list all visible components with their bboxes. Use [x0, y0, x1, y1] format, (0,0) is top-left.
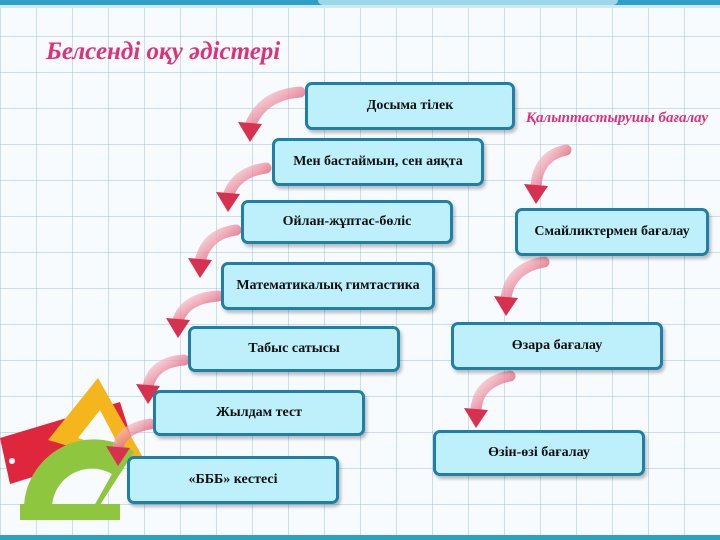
flow-arrow-2: [216, 162, 272, 212]
assessment-box-1: Смайликтермен бағалау: [515, 208, 709, 256]
flow-arrow-5: [136, 354, 190, 404]
method-box-7: «БББ» кестесі: [127, 456, 339, 504]
method-box-1: Досыма тілек: [305, 82, 515, 130]
slide-title: Белсенді оқу әдістері: [46, 38, 281, 65]
flow-arrow-3: [188, 224, 242, 278]
assessment-box-2: Өзара бағалау: [451, 322, 663, 370]
flow-arrow-4: [166, 290, 224, 338]
method-box-2: Мен бастаймын, сен аяқта: [272, 138, 484, 186]
top-frame-inner: [0, 5, 720, 8]
assessment-arrow-1: [524, 144, 572, 204]
flow-arrow-1: [238, 86, 306, 142]
method-box-3: Ойлан-жұптас-бөліс: [241, 200, 453, 244]
assessment-heading: Қалыптастырушы бағалау: [525, 110, 709, 126]
flow-arrow-6: [106, 418, 156, 466]
protractor-icon: [20, 439, 134, 520]
assessment-arrow-2: [494, 256, 550, 316]
method-box-4: Математикалық гимтастика: [221, 262, 435, 310]
method-box-5: Табыс сатысы: [188, 326, 400, 372]
method-box-6: Жылдам тест: [153, 390, 365, 436]
bottom-frame: [0, 535, 720, 540]
assessment-arrow-3: [464, 370, 516, 428]
top-tab-decoration: [318, 0, 618, 5]
assessment-box-3: Өзін-өзі бағалау: [433, 430, 645, 476]
